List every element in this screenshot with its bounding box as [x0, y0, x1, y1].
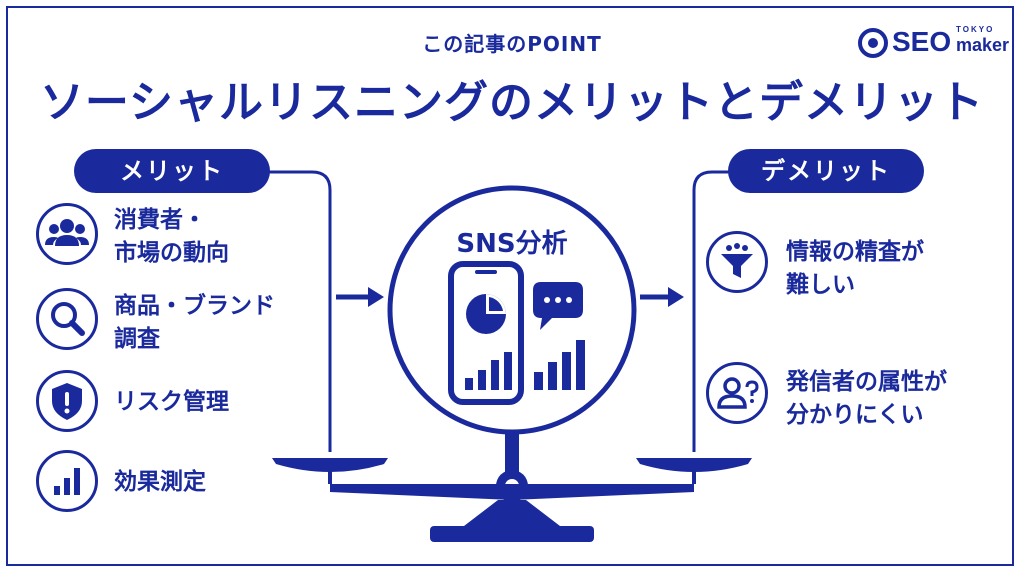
- merit-item-2-line1: 商品・ブランド: [114, 293, 275, 319]
- merit-item-1-line2: 市場の動向: [114, 240, 229, 266]
- page-title: ソーシャルリスニングのメリットとデメリット: [39, 77, 985, 128]
- merit-item-4: 効果測定: [114, 466, 206, 499]
- merit-item-1-line1: 消費者・: [114, 207, 206, 233]
- unknown-user-icon: [706, 362, 768, 424]
- logo-maker: maker: [956, 35, 1010, 55]
- merit-item-3-line1: リスク管理: [114, 389, 229, 415]
- merit-item-2-line2: 調査: [114, 326, 160, 352]
- logo-tokyo: TOKYO: [956, 25, 995, 34]
- shield-alert-icon: [36, 370, 98, 432]
- right-pan: [636, 458, 752, 472]
- logo-seo: SEO: [892, 26, 952, 57]
- demerit-pill: デメリット: [728, 149, 924, 193]
- funnel-icon: [706, 231, 768, 293]
- merit-pill: メリット: [74, 149, 270, 193]
- demerit-item-1-line2: 難しい: [786, 272, 855, 298]
- scale-beam: [330, 484, 694, 500]
- demerit-item-1-line1: 情報の精査が: [786, 239, 924, 265]
- right-arrow-icon: [640, 287, 684, 307]
- demerit-item-2-line2: 分かりにくい: [786, 402, 924, 428]
- bar-chart-icon: [36, 450, 98, 512]
- merit-item-2: 商品・ブランド 調査: [114, 290, 275, 356]
- demerit-item-2-line1: 発信者の属性が: [786, 369, 947, 395]
- border-frame: [6, 6, 1014, 566]
- left-arrow-icon: [336, 287, 384, 307]
- demerit-item-2: 発信者の属性が 分かりにくい: [786, 366, 947, 432]
- demerit-bracket-line: [692, 170, 756, 452]
- scale-base: [464, 500, 560, 526]
- merit-bracket-line: [268, 170, 332, 452]
- left-pan: [272, 458, 388, 472]
- merit-item-3: リスク管理: [114, 386, 229, 419]
- merit-item-4-line1: 効果測定: [114, 469, 206, 495]
- pre-title: この記事のPOINT: [422, 32, 602, 56]
- merit-item-1: 消費者・ 市場の動向: [114, 204, 229, 270]
- people-icon: [36, 203, 98, 265]
- center-label: SNS分析: [456, 229, 568, 259]
- scale-foot: [430, 526, 594, 542]
- logo-mark-icon: [858, 28, 888, 58]
- demerit-item-1: 情報の精査が 難しい: [786, 236, 924, 302]
- logo: SEO TOKYO maker: [856, 22, 1010, 62]
- magnifier-icon: [36, 288, 98, 350]
- smartphone-analytics-icon: [448, 261, 585, 405]
